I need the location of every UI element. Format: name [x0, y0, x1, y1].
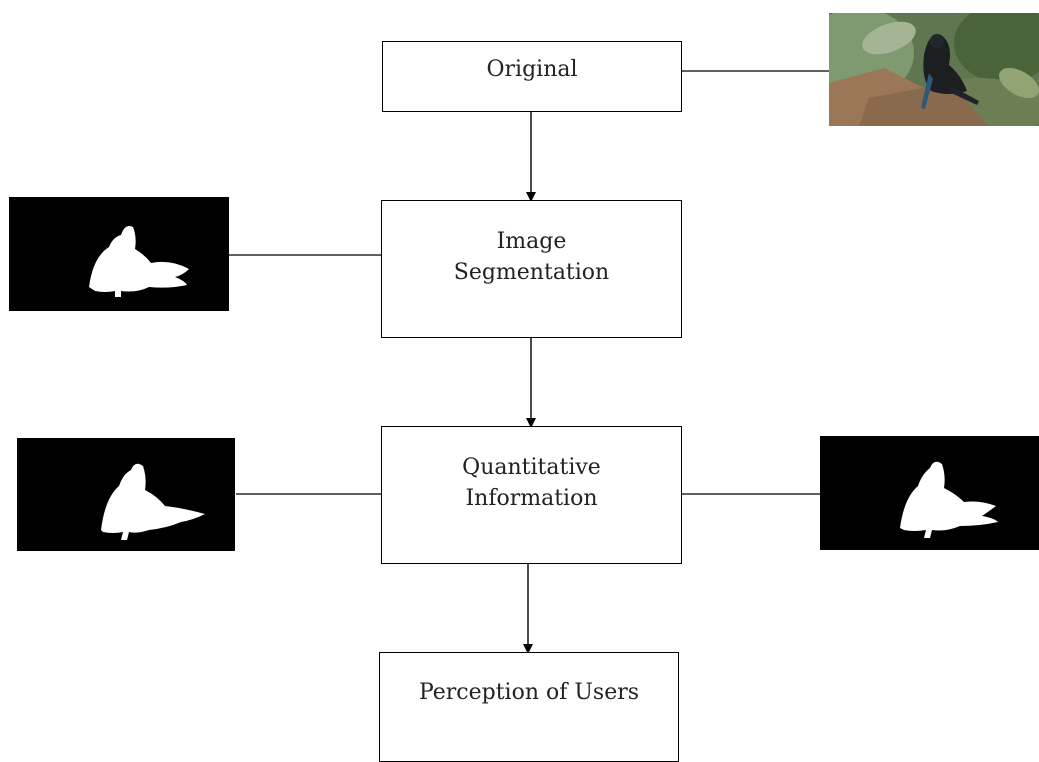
segmentation-mask-left-top	[9, 197, 229, 311]
bird-photo-image	[829, 13, 1039, 126]
original-photo-thumbnail	[829, 13, 1039, 126]
bird-silhouette-mask	[89, 226, 189, 297]
segmentation-mask-left-bottom	[17, 438, 235, 551]
node-quantitative-information: Quantitative Information	[381, 426, 682, 564]
node-image-segmentation-line-2: Segmentation	[453, 260, 610, 285]
node-original: Original	[382, 41, 682, 112]
node-image-segmentation: Image Segmentation	[381, 200, 682, 338]
bird-silhouette-mask	[900, 461, 998, 538]
node-quantitative-information-line-1: Quantitative	[462, 455, 601, 480]
node-image-segmentation-line-1: Image	[496, 229, 567, 254]
bird-silhouette-mask	[101, 463, 205, 540]
node-quantitative-information-line-2: Information	[465, 486, 598, 511]
node-original-label: Original	[486, 57, 578, 82]
segmentation-mask-right	[820, 436, 1039, 550]
node-perception-of-users: Perception of Users	[379, 652, 679, 762]
node-perception-of-users-label: Perception of Users	[418, 680, 640, 705]
